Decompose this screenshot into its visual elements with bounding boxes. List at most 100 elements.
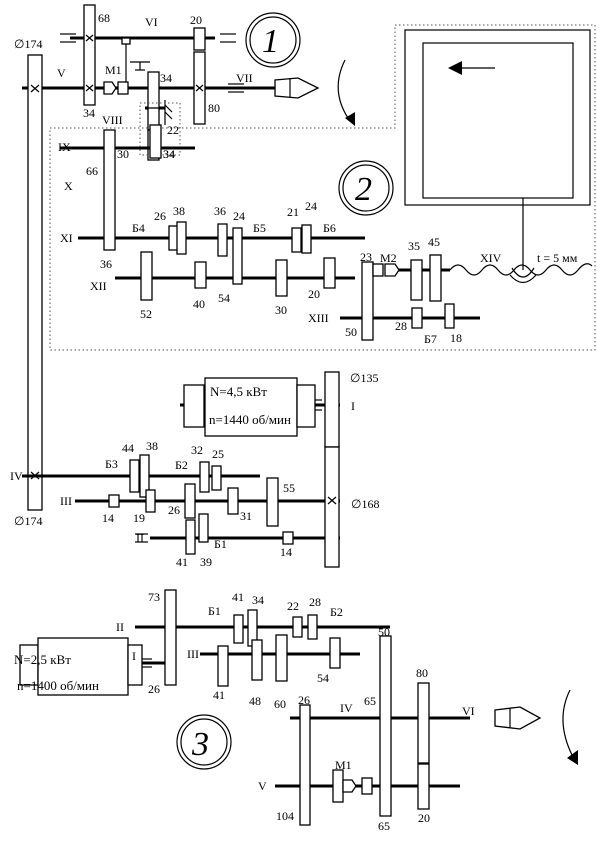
motor-2-power: N=2,5 кВт: [14, 652, 71, 667]
svg-text:80: 80: [208, 101, 220, 115]
svg-text:44: 44: [122, 441, 134, 455]
svg-text:М1: М1: [335, 758, 352, 772]
svg-text:22: 22: [167, 123, 179, 137]
svg-text:31: 31: [240, 509, 252, 523]
svg-text:34: 34: [160, 71, 172, 85]
svg-text:Б7: Б7: [424, 332, 437, 346]
svg-text:73: 73: [148, 590, 160, 604]
svg-text:I: I: [351, 399, 355, 413]
svg-text:Б5: Б5: [253, 221, 266, 235]
diagram-2: 2 IX 30 34: [49, 24, 596, 351]
svg-text:30: 30: [275, 303, 287, 317]
diagram-3-number: 3: [191, 726, 209, 763]
svg-text:VI: VI: [145, 15, 158, 29]
svg-text:66: 66: [86, 164, 98, 178]
svg-text:III: III: [60, 494, 72, 508]
svg-text:55: 55: [283, 481, 295, 495]
svg-text:23: 23: [360, 250, 372, 264]
svg-text:∅135: ∅135: [350, 371, 378, 385]
diagram-2-number: 2: [355, 171, 372, 208]
screw-pitch: t = 5 мм: [537, 251, 578, 265]
svg-text:30: 30: [117, 147, 129, 161]
svg-text:III: III: [187, 647, 199, 661]
svg-text:34: 34: [252, 593, 264, 607]
svg-text:34: 34: [83, 106, 95, 120]
svg-text:Б1: Б1: [214, 537, 227, 551]
svg-text:26: 26: [148, 682, 160, 696]
svg-text:24: 24: [233, 209, 245, 223]
svg-text:38: 38: [146, 439, 158, 453]
svg-text:Б2: Б2: [175, 458, 188, 472]
svg-text:18: 18: [450, 331, 462, 345]
svg-text:∅168: ∅168: [351, 497, 379, 511]
svg-text:21: 21: [287, 205, 299, 219]
svg-text:Б2: Б2: [330, 605, 343, 619]
svg-text:X: X: [64, 179, 73, 193]
svg-text:36: 36: [100, 257, 112, 271]
svg-text:41: 41: [232, 590, 244, 604]
diagram-1-number: 1: [262, 23, 279, 60]
svg-text:IX: IX: [58, 140, 71, 154]
svg-text:41: 41: [176, 555, 188, 569]
svg-text:36: 36: [214, 204, 226, 218]
svg-text:VII: VII: [236, 71, 253, 85]
svg-text:41: 41: [213, 688, 225, 702]
svg-text:52: 52: [140, 307, 152, 321]
svg-text:∅174: ∅174: [14, 514, 42, 528]
svg-text:∅174: ∅174: [14, 37, 42, 51]
svg-text:26: 26: [168, 503, 180, 517]
svg-text:26: 26: [154, 209, 166, 223]
svg-text:14: 14: [280, 545, 292, 559]
svg-text:48: 48: [249, 694, 261, 708]
svg-text:Б1: Б1: [208, 604, 221, 618]
svg-text:24: 24: [305, 199, 317, 213]
svg-text:25: 25: [212, 447, 224, 461]
svg-text:Б3: Б3: [105, 457, 118, 471]
svg-text:65: 65: [364, 694, 376, 708]
svg-text:20: 20: [308, 287, 320, 301]
diagram-3: N=2,5 кВт n=1400 об/мин 3: [14, 589, 578, 833]
svg-text:II: II: [116, 620, 124, 634]
svg-text:68: 68: [98, 11, 110, 25]
svg-text:40: 40: [193, 297, 205, 311]
svg-text:34: 34: [163, 147, 175, 161]
svg-text:XII: XII: [90, 279, 107, 293]
svg-text:Б6: Б6: [323, 221, 336, 235]
svg-text:XIII: XIII: [308, 311, 329, 325]
svg-text:34: 34: [163, 147, 175, 161]
motor-1: N=4,5 кВт n=1440 об/мин ∅135 I: [180, 371, 378, 448]
svg-text:IV: IV: [10, 469, 23, 483]
svg-text:XIV: XIV: [480, 251, 502, 265]
svg-text:104: 104: [276, 809, 294, 823]
svg-text:80: 80: [416, 666, 428, 680]
svg-text:Б4: Б4: [132, 221, 145, 235]
svg-text:V: V: [57, 66, 66, 80]
svg-text:28: 28: [395, 319, 407, 333]
svg-text:XI: XI: [60, 231, 73, 245]
svg-text:М1: М1: [105, 63, 122, 77]
svg-text:35: 35: [408, 239, 420, 253]
motor-2-speed: n=1400 об/мин: [17, 678, 99, 693]
diagram-mid: IV 44 38 Б3 32 25 Б2 55 III 14 19 26 31 …: [10, 439, 379, 569]
motor-1-speed: n=1440 об/мин: [209, 412, 291, 427]
motor-1-power: N=4,5 кВт: [210, 384, 267, 399]
svg-text:V: V: [258, 779, 267, 793]
svg-text:22: 22: [287, 599, 299, 613]
svg-text:50: 50: [345, 325, 357, 339]
svg-text:М2: М2: [380, 251, 397, 265]
main-belt: ∅174: [14, 54, 43, 528]
svg-text:65: 65: [378, 819, 390, 833]
svg-text:20: 20: [190, 13, 202, 27]
svg-text:II: II: [136, 531, 144, 545]
svg-text:IV: IV: [340, 701, 353, 715]
svg-text:26: 26: [298, 693, 310, 707]
svg-text:38: 38: [173, 204, 185, 218]
svg-text:60: 60: [274, 697, 286, 711]
svg-text:I: I: [132, 649, 136, 663]
svg-text:54: 54: [317, 671, 329, 685]
svg-text:54: 54: [218, 291, 230, 305]
svg-text:20: 20: [418, 811, 430, 825]
svg-text:19: 19: [133, 511, 145, 525]
svg-text:32: 32: [191, 443, 203, 457]
